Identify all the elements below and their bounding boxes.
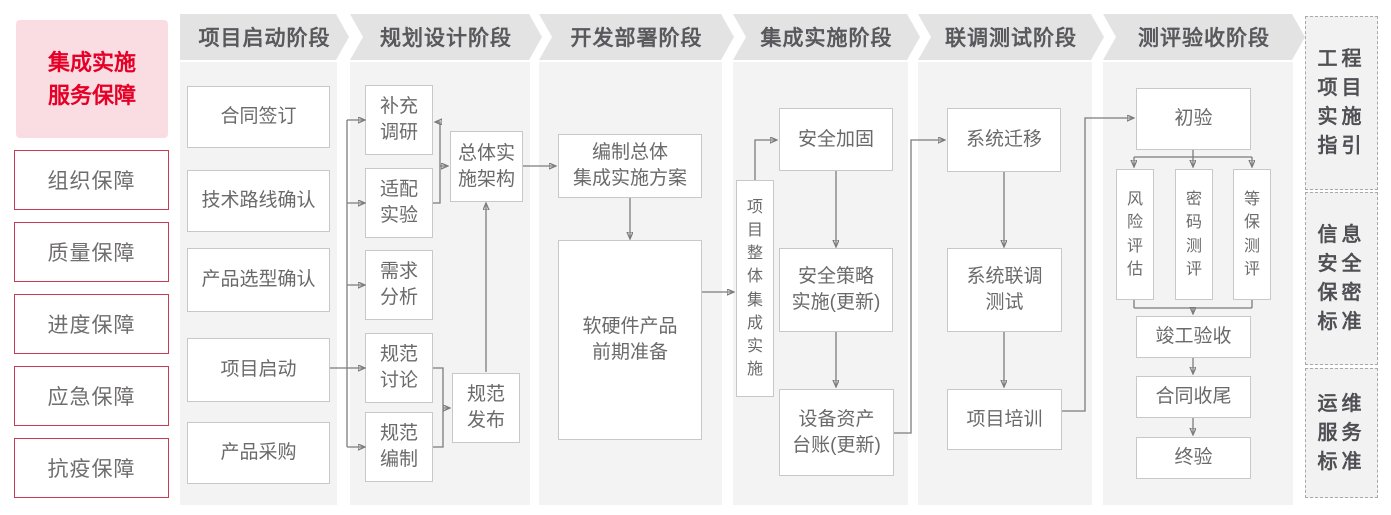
node-hw-sw-preparation: 软硬件产品 前期准备 (558, 240, 702, 440)
ref-project-implementation-guide: 工程 项目 实施 指引 (1305, 16, 1378, 190)
sidebar-title: 集成实施 服务保障 (16, 20, 168, 138)
node-overall-integration-implementation: 项目整体集成实施 (736, 180, 774, 397)
node-product-selection-confirm: 产品选型确认 (187, 248, 330, 312)
node-security-hardening: 安全加固 (779, 108, 893, 171)
node-equipment-asset-ledger: 设备资产 台账(更新) (779, 389, 894, 476)
node-final-acceptance: 终验 (1136, 437, 1251, 479)
node-risk-assessment: 风险评估 (1116, 169, 1154, 300)
node-supplementary-research: 补充 调研 (365, 85, 433, 155)
stage-header-planning-design: 规划设计阶段 (350, 14, 542, 60)
node-contract-closure: 合同收尾 (1136, 376, 1251, 418)
node-contract-signing: 合同签订 (187, 86, 330, 148)
node-tech-route-confirm: 技术路线确认 (187, 170, 330, 232)
node-spec-discussion: 规范 讨论 (365, 333, 433, 403)
node-classified-protection-evaluation: 等保测评 (1233, 169, 1271, 300)
node-spec-drafting: 规范 编制 (365, 412, 433, 482)
stage-header-kickoff: 项目启动阶段 (180, 14, 349, 60)
ref-operation-service-standard: 运维 服务 标准 (1305, 368, 1378, 498)
node-requirement-analysis: 需求 分析 (365, 250, 433, 320)
stage-header-acceptance: 测评验收阶段 (1103, 14, 1305, 60)
guarantee-quality: 质量保障 (14, 222, 169, 282)
stage-header-dev-deploy: 开发部署阶段 (539, 14, 734, 60)
guarantee-schedule: 进度保障 (14, 294, 169, 354)
ref-information-security-standard: 信息 安全 保密 标准 (1305, 192, 1378, 365)
node-product-procurement: 产品采购 (187, 422, 330, 484)
node-completion-acceptance: 竣工验收 (1136, 316, 1251, 358)
guarantee-organization: 组织保障 (14, 150, 169, 210)
node-overall-impl-architecture: 总体实 施架构 (450, 131, 523, 202)
stage-header-joint-test: 联调测试阶段 (918, 14, 1104, 60)
stage-header-integration: 集成实施阶段 (733, 14, 920, 60)
node-overall-integration-plan: 编制总体 集成实施方案 (558, 134, 702, 198)
node-system-migration: 系统迁移 (947, 108, 1061, 172)
node-preliminary-acceptance: 初验 (1136, 88, 1251, 150)
node-joint-debugging-test: 系统联调 测试 (947, 248, 1062, 332)
node-spec-release: 规范 发布 (452, 373, 520, 443)
node-project-training: 项目培训 (947, 389, 1062, 450)
node-project-kickoff: 项目启动 (187, 338, 330, 402)
node-adaptation-test: 适配 实验 (365, 168, 433, 238)
guarantee-emergency: 应急保障 (14, 366, 169, 426)
node-security-policy-implementation: 安全策略 实施(更新) (779, 248, 893, 332)
node-crypto-evaluation: 密码测评 (1175, 169, 1213, 300)
guarantee-epidemic: 抗疫保障 (14, 438, 169, 498)
